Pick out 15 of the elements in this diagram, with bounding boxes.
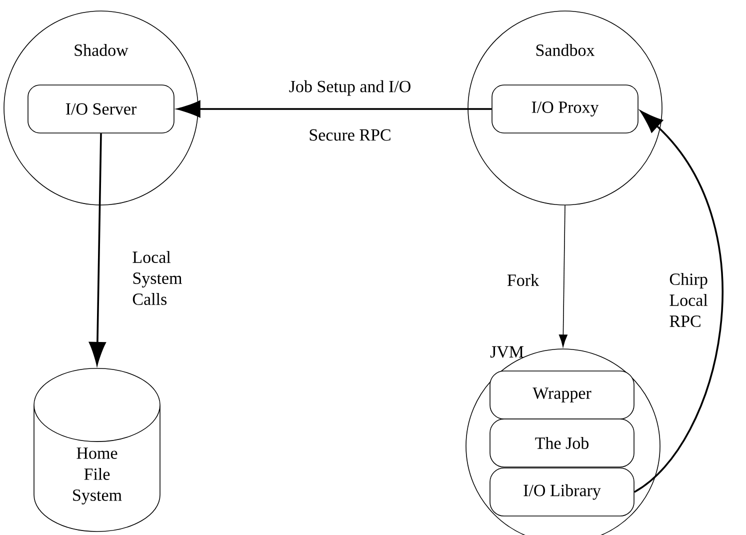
module-box: I/O Server [28, 84, 174, 134]
edge-label: Chirp Local RPC [670, 273, 708, 327]
layer-box: I/O Library [490, 468, 634, 516]
edge-label: Fork [507, 274, 540, 286]
caption-text: Secure RPC [310, 129, 390, 141]
module-box: I/O Proxy [492, 84, 638, 134]
layer-box: The Job [490, 418, 634, 468]
edge-label: Local System Calls [132, 251, 182, 305]
edge-label: Job Setup and I/O [289, 80, 410, 96]
arrow [89, 133, 106, 365]
arrow [558, 205, 568, 348]
arrow [178, 100, 492, 118]
layer-box: Wrapper [490, 370, 634, 420]
storage-cylinder: Home File System [34, 368, 160, 532]
arrow [634, 110, 724, 493]
